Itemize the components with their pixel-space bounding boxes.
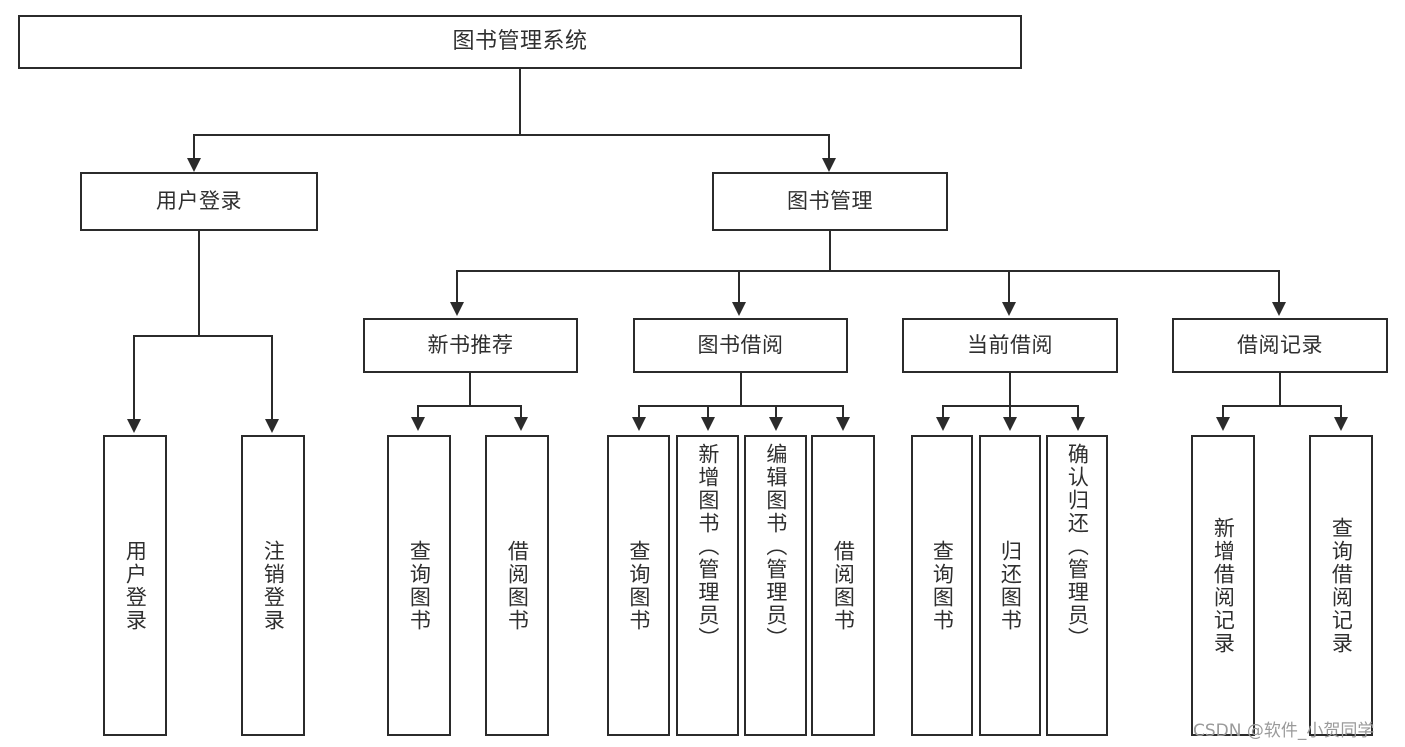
connector-root-drop-1 [193,134,195,160]
node-label: 查询图书 [407,539,432,632]
connector-book-mgmt-drop-1 [456,270,458,304]
arrowhead-book-borrow-leaf-4 [836,417,850,431]
connector-book-mgmt-drop-3 [1008,270,1010,304]
node-label: 注销登录 [261,539,286,632]
connector-new-book-drop-1 [417,405,419,419]
connector-book-borrow-drop-1 [638,405,640,419]
arrowhead-to-logout-leaf [265,419,279,433]
connector-user-login-drop-1 [133,335,135,421]
arrowhead-current-borrow-leaf-1 [936,417,950,431]
connector-borrow-record-stem [1279,373,1281,406]
connector-book-mgmt-drop-2 [738,270,740,304]
node-label: 归还图书 [998,539,1023,632]
arrowhead-to-new-book [450,302,464,316]
node-user-login[interactable]: 用户登录 [80,172,318,231]
leaf-query-borrow-record[interactable]: 查询借阅记录 [1309,435,1373,736]
leaf-borrow-book-recommend[interactable]: 借阅图书 [485,435,549,736]
node-label: 当前借阅 [967,333,1053,357]
node-root-system[interactable]: 图书管理系统 [18,15,1022,69]
csdn-watermark: CSDN @软件_小贺同学 [1193,721,1375,741]
connector-new-book-stem [469,373,471,406]
leaf-add-book-admin[interactable]: 新增图书（管理员） [676,435,739,736]
connector-current-borrow-stem [1009,373,1011,406]
connector-book-mgmt-stem [829,231,831,272]
leaf-logout[interactable]: 注销登录 [241,435,305,736]
node-label: 图书借阅 [697,333,784,357]
node-label: 新增借阅记录 [1211,516,1236,655]
connector-book-mgmt-drop-4 [1278,270,1280,304]
node-book-management[interactable]: 图书管理 [712,172,948,231]
arrowhead-borrow-record-leaf-2 [1334,417,1348,431]
node-label: 查询图书 [626,539,651,632]
connector-user-login-drop-2 [271,335,273,421]
connector-book-borrow-bus [638,405,844,407]
connector-root-stem [519,69,521,135]
node-new-book-recommend[interactable]: 新书推荐 [363,318,578,373]
node-borrow-record[interactable]: 借阅记录 [1172,318,1388,373]
connector-user-login-bus [133,335,273,337]
connector-book-borrow-drop-4 [842,405,844,419]
connector-book-borrow-drop-2 [707,405,709,419]
arrowhead-book-borrow-leaf-1 [632,417,646,431]
leaf-user-login[interactable]: 用户登录 [103,435,167,736]
arrowhead-root-to-book-mgmt [822,158,836,172]
connector-root-drop-2 [828,134,830,160]
leaf-return-book[interactable]: 归还图书 [979,435,1041,736]
arrowhead-to-user-login-leaf [127,419,141,433]
node-current-borrow[interactable]: 当前借阅 [902,318,1118,373]
connector-new-book-bus [417,405,522,407]
node-label: 用户登录 [123,539,148,632]
connector-book-borrow-stem [740,373,742,406]
connector-book-borrow-drop-3 [775,405,777,419]
connector-current-borrow-drop-1 [942,405,944,419]
leaf-confirm-return-admin[interactable]: 确认归还（管理员） [1046,435,1108,736]
node-label: 图书管理系统 [452,29,588,54]
arrowhead-borrow-record-leaf-1 [1216,417,1230,431]
leaf-query-book-recommend[interactable]: 查询图书 [387,435,451,736]
arrowhead-new-book-leaf-1 [411,417,425,431]
arrowhead-current-borrow-leaf-3 [1071,417,1085,431]
node-label: 用户登录 [156,189,242,213]
node-label: 编辑图书（管理员） [763,443,788,650]
node-label: 借阅图书 [831,539,856,632]
node-book-borrow[interactable]: 图书借阅 [633,318,848,373]
connector-root-bus [193,134,830,136]
leaf-borrow-book[interactable]: 借阅图书 [811,435,875,736]
leaf-query-book-current[interactable]: 查询图书 [911,435,973,736]
connector-borrow-record-drop-2 [1340,405,1342,419]
node-label: 图书管理 [787,189,873,213]
node-label: 新书推荐 [427,333,514,357]
arrowhead-to-book-borrow [732,302,746,316]
connector-current-borrow-drop-3 [1077,405,1079,419]
leaf-edit-book-admin[interactable]: 编辑图书（管理员） [744,435,807,736]
connector-current-borrow-drop-2 [1009,405,1011,419]
connector-user-login-stem [198,231,200,336]
node-label: 借阅图书 [505,539,530,632]
connector-book-mgmt-bus [456,270,1280,272]
connector-borrow-record-drop-1 [1222,405,1224,419]
leaf-add-borrow-record[interactable]: 新增借阅记录 [1191,435,1255,736]
connector-borrow-record-bus [1222,405,1342,407]
node-label: 借阅记录 [1237,333,1323,357]
arrowhead-current-borrow-leaf-2 [1003,417,1017,431]
node-label: 新增图书（管理员） [695,443,720,650]
arrowhead-book-borrow-leaf-2 [701,417,715,431]
connector-new-book-drop-2 [520,405,522,419]
node-label: 确认归还（管理员） [1065,443,1090,650]
arrowhead-to-current-borrow [1002,302,1016,316]
node-label: 查询图书 [930,539,955,632]
arrowhead-book-borrow-leaf-3 [769,417,783,431]
arrowhead-root-to-user-login [187,158,201,172]
arrowhead-to-borrow-record [1272,302,1286,316]
leaf-query-book[interactable]: 查询图书 [607,435,670,736]
arrowhead-new-book-leaf-2 [514,417,528,431]
node-label: 查询借阅记录 [1329,516,1354,655]
